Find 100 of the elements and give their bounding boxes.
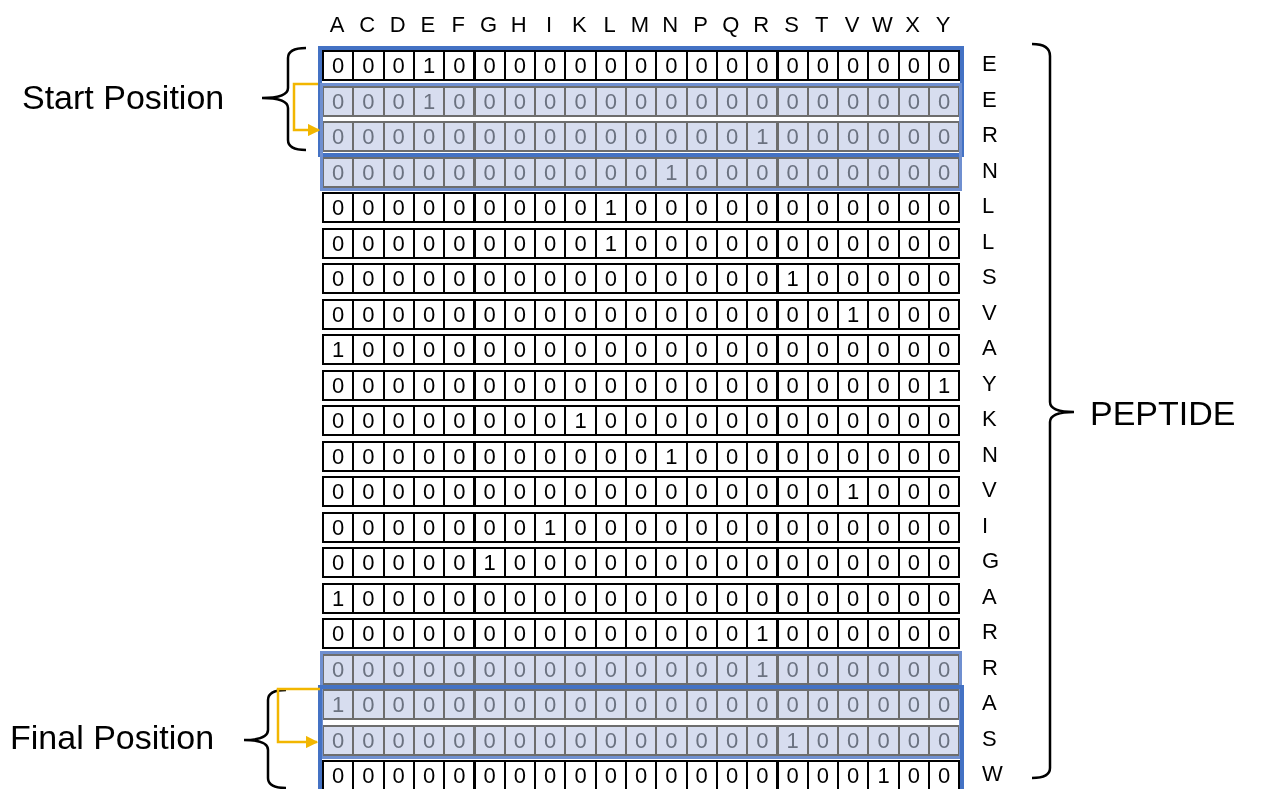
matrix-cell: 1 (594, 192, 627, 223)
matrix-cell: 0 (534, 724, 567, 756)
column-header: N (661, 12, 680, 38)
matrix-cell: 0 (625, 192, 658, 223)
matrix-cell: 0 (412, 227, 446, 259)
matrix-cell: 0 (564, 582, 597, 614)
matrix-cell: 0 (352, 547, 385, 578)
matrix-cell: 0 (443, 760, 476, 789)
column-header: S (783, 12, 800, 38)
row-label: W (982, 761, 1003, 787)
row-label: R (982, 654, 998, 681)
matrix-cell: 0 (443, 334, 476, 365)
matrix-cell: 0 (534, 50, 567, 81)
matrix-cell: 0 (897, 227, 930, 259)
matrix-cell: 0 (412, 511, 446, 543)
column-header: T (814, 12, 830, 38)
matrix-cell: 0 (715, 263, 749, 294)
matrix-cell: 0 (443, 476, 476, 507)
matrix-cell: 0 (412, 298, 446, 330)
matrix-cell: 0 (928, 192, 961, 223)
matrix-cell: 0 (503, 440, 537, 472)
matrix-cell: 0 (564, 85, 597, 117)
matrix-cell: 0 (503, 298, 537, 330)
matrix-cell: 0 (412, 476, 446, 507)
matrix-cell: 0 (625, 369, 658, 401)
matrix-cell: 0 (322, 405, 355, 436)
matrix-cell: 0 (867, 121, 900, 152)
matrix-cell: 0 (412, 334, 446, 365)
matrix-cell: 0 (746, 476, 779, 507)
matrix-cell: 1 (473, 547, 506, 578)
matrix-cell: 0 (928, 50, 961, 81)
matrix-cell: 0 (806, 476, 840, 507)
matrix-cell: 0 (564, 298, 597, 330)
matrix-cell: 0 (322, 511, 355, 543)
matrix-cell: 0 (685, 582, 718, 614)
matrix-cell: 0 (746, 192, 779, 223)
matrix-cell: 0 (867, 405, 900, 436)
matrix-cell: 0 (352, 724, 385, 756)
matrix-cell: 0 (897, 440, 930, 472)
matrix-cell: 0 (746, 689, 779, 720)
matrix-cell: 0 (473, 121, 506, 152)
arrow (292, 82, 321, 137)
matrix-cell: 0 (928, 689, 961, 720)
matrix-cell: 0 (685, 50, 718, 81)
row-label: S (982, 264, 997, 290)
matrix-cell: 0 (928, 760, 961, 789)
matrix-cell: 1 (928, 369, 961, 401)
matrix-cell: 1 (564, 405, 597, 436)
matrix-cell: 0 (412, 405, 446, 436)
matrix-cell: 0 (625, 440, 658, 472)
matrix-cell: 0 (867, 156, 900, 188)
matrix-cell: 0 (746, 85, 779, 117)
matrix-cell: 0 (806, 298, 840, 330)
matrix-cell: 0 (837, 724, 870, 756)
matrix-cell: 0 (928, 85, 961, 117)
matrix-cell: 0 (534, 405, 567, 436)
matrix-cell: 0 (746, 724, 779, 756)
matrix-cell: 0 (837, 50, 870, 81)
matrix-cell: 0 (443, 689, 476, 720)
matrix-cell: 0 (594, 440, 627, 472)
matrix-cell: 0 (594, 405, 627, 436)
matrix-cell: 0 (594, 689, 627, 720)
matrix-cell: 0 (534, 476, 567, 507)
matrix-cell: 0 (473, 618, 506, 649)
matrix-cell: 0 (443, 653, 476, 685)
matrix-cell: 0 (715, 440, 749, 472)
matrix-cell: 1 (746, 618, 779, 649)
matrix-cell: 0 (322, 547, 355, 578)
matrix-cell: 0 (412, 369, 446, 401)
matrix-cell: 0 (443, 440, 476, 472)
matrix-cell: 0 (625, 298, 658, 330)
matrix-cell: 0 (867, 476, 900, 507)
matrix-cell: 0 (503, 547, 537, 578)
matrix-cell: 0 (564, 156, 597, 188)
matrix-cell: 0 (776, 547, 809, 578)
matrix-cell: 0 (382, 618, 415, 649)
matrix-cell: 1 (837, 476, 870, 507)
matrix-cell: 0 (837, 689, 870, 720)
matrix-cell: 0 (867, 618, 900, 649)
row-label: A (982, 690, 997, 716)
matrix-cell: 0 (503, 405, 537, 436)
matrix-cell: 0 (594, 476, 627, 507)
matrix-cell: 0 (352, 511, 385, 543)
matrix-cell: 0 (382, 227, 415, 259)
matrix-cell: 0 (534, 334, 567, 365)
matrix-cell: 0 (382, 334, 415, 365)
matrix-cell: 0 (322, 227, 355, 259)
matrix-cell: 0 (473, 511, 506, 543)
matrix-cell: 0 (867, 582, 900, 614)
matrix-cell: 0 (352, 618, 385, 649)
matrix-cell: 0 (746, 156, 779, 188)
matrix-cell: 0 (382, 192, 415, 223)
matrix-cell: 0 (352, 334, 385, 365)
matrix-cell: 0 (776, 689, 809, 720)
matrix-cell: 0 (685, 369, 718, 401)
matrix-cell: 0 (897, 547, 930, 578)
row-label: A (982, 583, 997, 610)
matrix-cell: 0 (443, 405, 476, 436)
matrix-cell: 0 (685, 476, 718, 507)
matrix-cell: 0 (322, 298, 355, 330)
